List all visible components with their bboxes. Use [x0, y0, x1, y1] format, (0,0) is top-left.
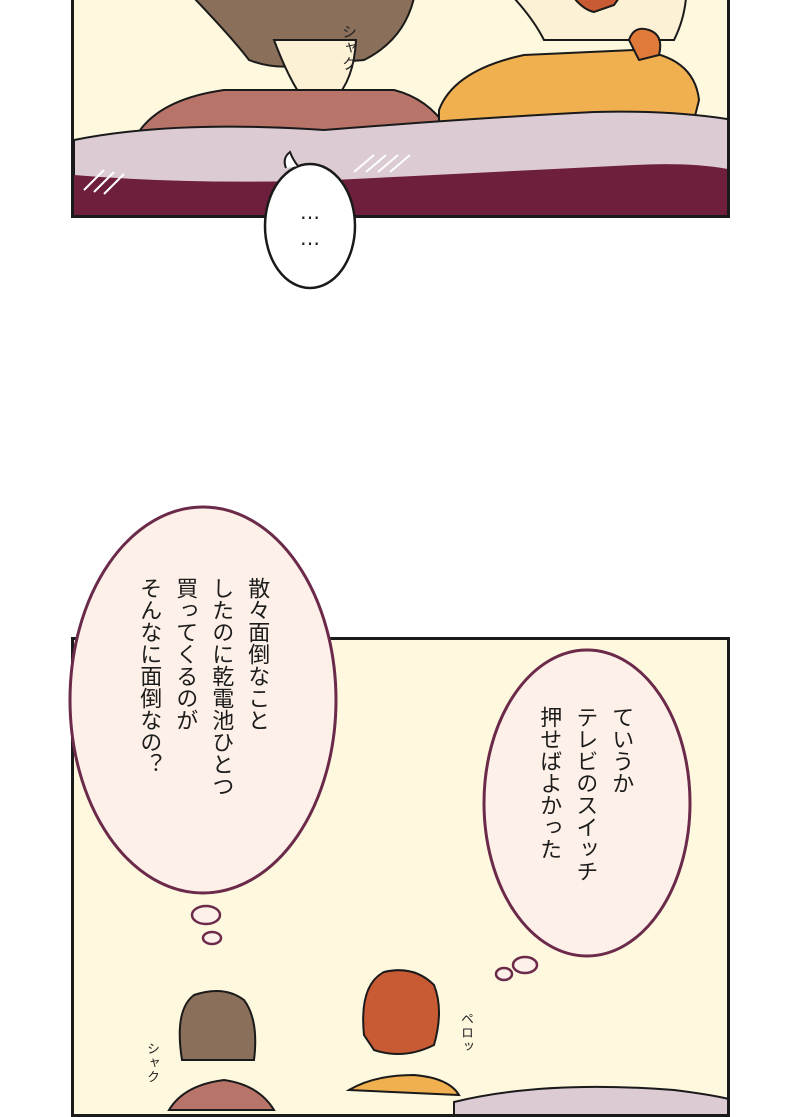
top-panel: シャク	[71, 0, 730, 218]
sfx-shaku-top: シャク	[340, 24, 358, 72]
left-character-shirt-small	[167, 1078, 276, 1111]
left-character-hair-small	[178, 990, 257, 1061]
top-panel-art	[74, 0, 727, 215]
thought-left-line-3: 買ってくるのが	[172, 577, 198, 731]
ellipsis-bubble-text: ……	[298, 200, 322, 252]
sfx-pero: ペロッ	[458, 1012, 473, 1054]
right-character-hair	[574, 0, 619, 14]
blanket-edge	[453, 1085, 727, 1114]
blanket-hatching	[83, 154, 411, 195]
right-character-shirt-small	[345, 1073, 461, 1097]
sfx-shaku-bottom: シャク	[144, 1042, 159, 1084]
ellipsis-bubble-shape	[263, 150, 357, 290]
blanket-dark	[74, 164, 727, 215]
thought-left-line-1: 散々面倒なこと	[244, 577, 270, 731]
left-character-hair	[194, 0, 415, 68]
thought-right-line-1: ていうか	[608, 706, 634, 794]
thought-right-line-3: 押せばよかった	[536, 706, 562, 860]
thought-left-line-4: そんなに面倒なの？	[136, 577, 162, 775]
thought-right-line-2: テレビのスイッチ	[572, 706, 598, 882]
hand-icon	[627, 27, 662, 62]
right-character-hair-small	[362, 969, 440, 1055]
thought-left-line-2: したのに乾電池ひとつ	[208, 577, 234, 797]
